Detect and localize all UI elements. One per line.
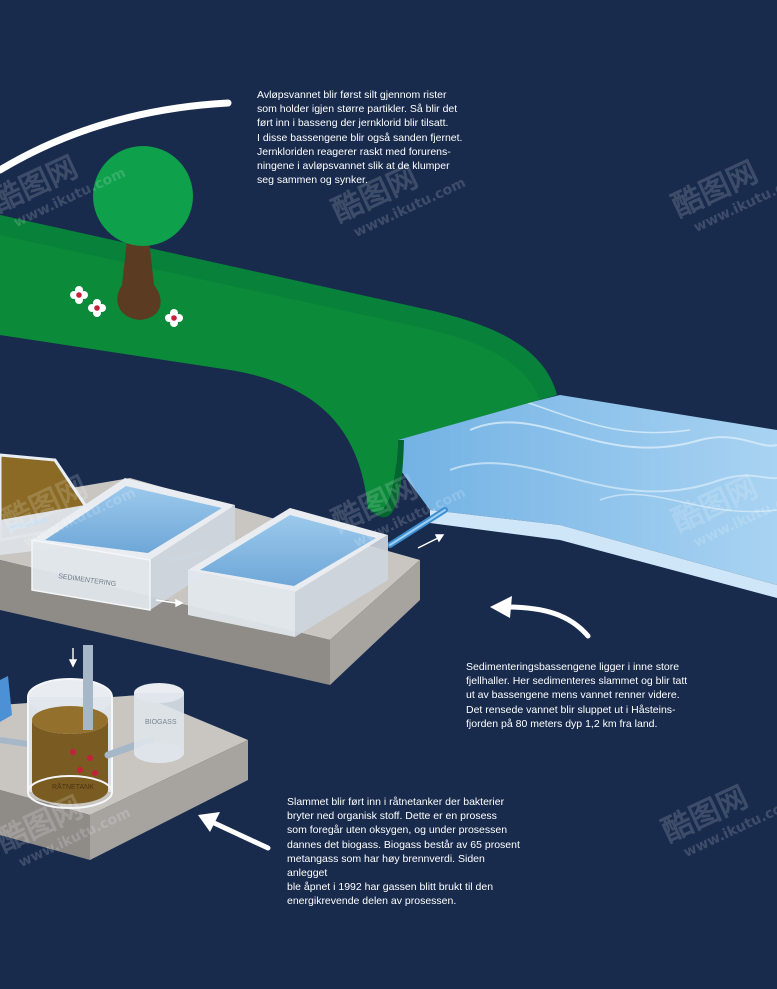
pump-unit (0, 676, 12, 722)
inflow-arc (0, 99, 232, 174)
pointer-arrow-sedimentation (490, 596, 591, 639)
fjord-water (378, 395, 777, 598)
digester-tank-label: RÅTNETANK (52, 782, 94, 791)
flow-arrows (68, 534, 445, 668)
biogas-tank-label: BIOGASS (145, 719, 177, 726)
biogas-tank (134, 683, 184, 763)
digester-tank (0, 650, 113, 809)
tree (93, 146, 193, 320)
sedimentation-tank-1 (31, 478, 235, 611)
sludge-description: Slammet blir ført inn i råtnetanker der … (287, 796, 520, 908)
pointer-arrow-sludge (198, 812, 271, 851)
sedimentation-description: Sedimenteringsbassengene ligger i inne s… (466, 661, 688, 730)
intro-description: Avløpsvannet blir først silt gjennom ris… (257, 89, 463, 187)
flowers (70, 286, 183, 327)
sedimentation-tank-2 (188, 508, 388, 637)
